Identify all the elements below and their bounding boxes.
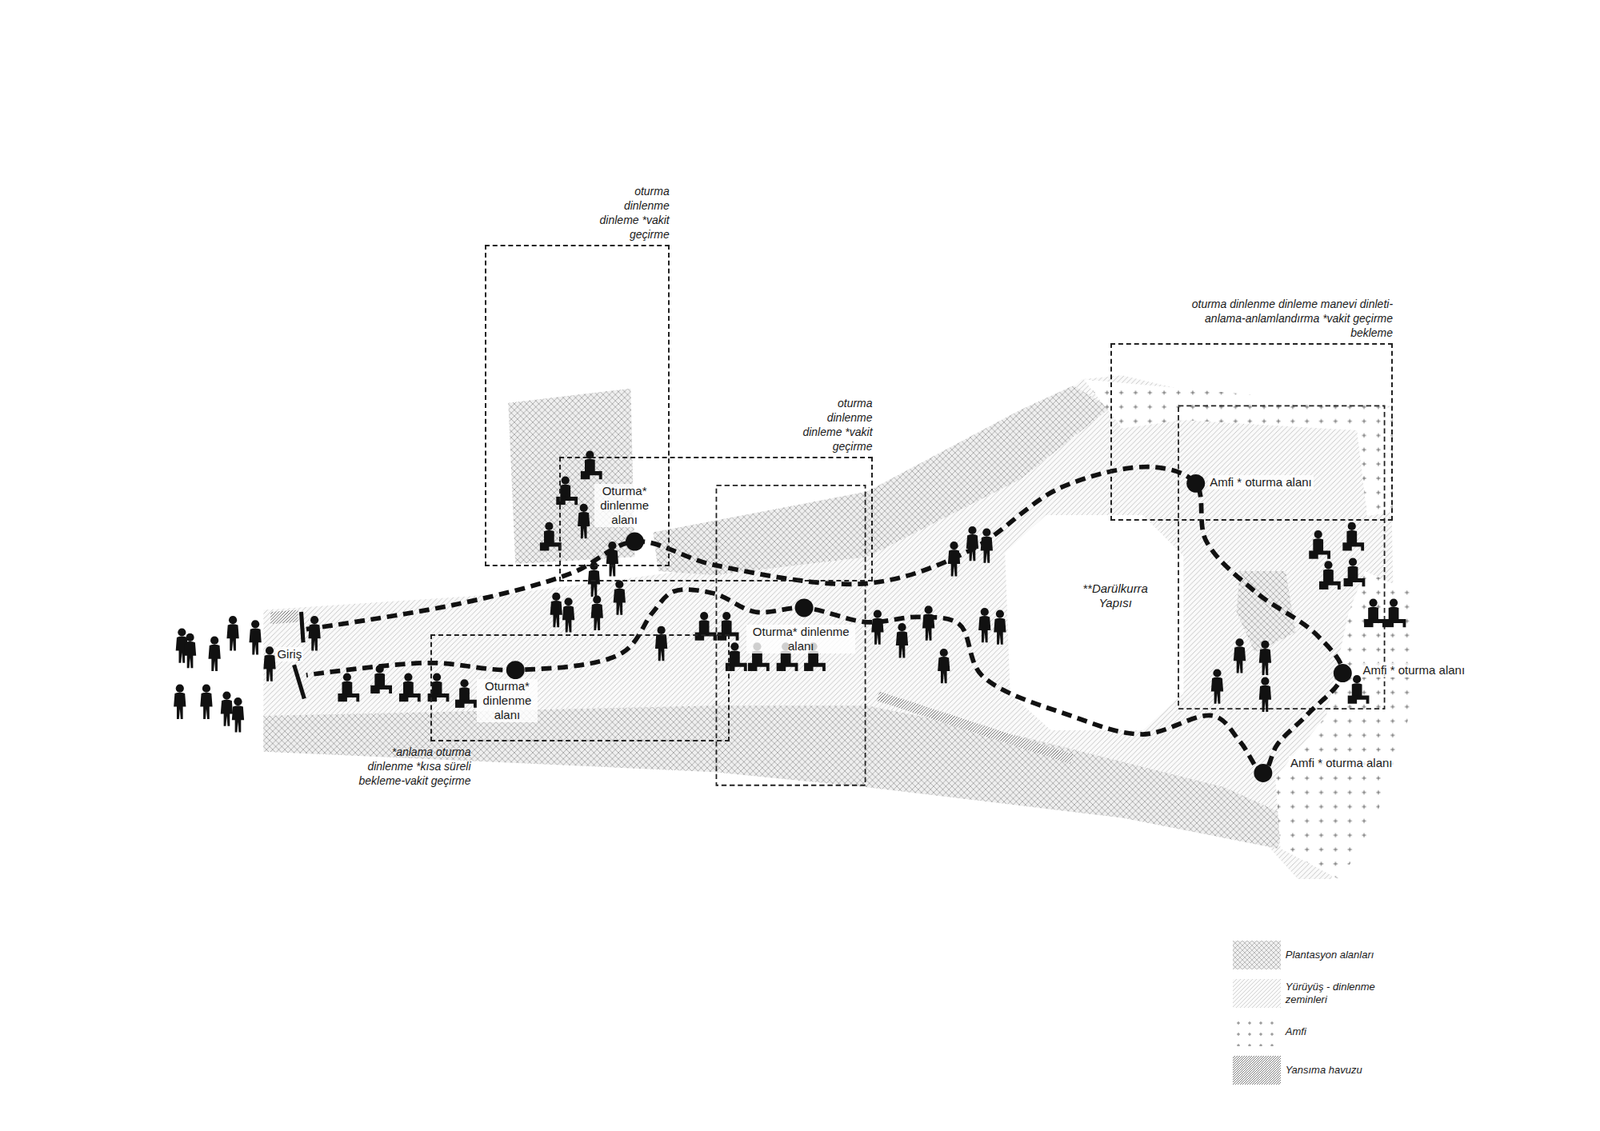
area-label: Giriş [275, 647, 304, 662]
person-silhouette [937, 648, 950, 684]
person-silhouette [1342, 522, 1364, 552]
person-silhouette [980, 528, 993, 563]
stop-dot [625, 532, 644, 552]
activity-list: oturma dinlenme dinleme *vakit geçirme [592, 184, 670, 242]
route-line [306, 467, 1343, 774]
amphi-area [1083, 379, 1392, 516]
person-silhouette [655, 626, 668, 661]
legend-swatch [1232, 1017, 1281, 1047]
activity-list: *anlama oturma dinlenme *kısa süreli bek… [351, 744, 472, 788]
area-label: Oturma* dinlenme alanı [594, 484, 656, 528]
person-silhouette [184, 633, 196, 668]
person-silhouette [1211, 668, 1224, 704]
person-silhouette [577, 504, 590, 539]
building-void [1004, 515, 1184, 731]
entrance-bar [301, 612, 304, 643]
zone-frames [716, 405, 1384, 785]
route [306, 467, 1352, 783]
person-silhouette [337, 673, 360, 703]
stop-dot [1186, 474, 1205, 493]
zone-frame [716, 485, 865, 786]
person-silhouette [922, 605, 935, 640]
person-silhouette [1344, 557, 1366, 587]
area-label: Amfi * oturma alanı [1208, 475, 1314, 490]
legend-text: Yürüyüş - dinlenme zeminleri [1285, 980, 1382, 1007]
person-silhouette [1308, 530, 1331, 560]
zone-box: oturma dinlenme dinleme manevi dinleti-a… [1110, 343, 1393, 521]
person-silhouette [550, 592, 563, 628]
walkway-area [263, 375, 1396, 880]
legend-text: Plantasyon alanları [1285, 948, 1375, 962]
person-silhouette [173, 684, 186, 720]
person-silhouette [1364, 598, 1386, 628]
activity-list: oturma dinlenme dinleme *vakit geçirme [796, 396, 873, 454]
reflection-pool [270, 609, 298, 624]
activity-list: oturma dinlenme dinleme manevi dinleti-a… [1176, 296, 1393, 340]
legend-row: Plantasyon alanları [1232, 940, 1382, 970]
person-silhouette [1259, 677, 1272, 712]
person-silhouette [263, 646, 276, 681]
zone-frame [1178, 405, 1385, 709]
person-silhouette [1259, 640, 1272, 676]
area-label: Amfi * oturma alanı [1361, 663, 1468, 678]
person-silhouette [871, 609, 884, 644]
person-silhouette [588, 562, 600, 597]
zone-box: *anlama oturma dinlenme *kısa süreli bek… [430, 634, 730, 742]
people [173, 451, 1406, 733]
legend-swatch [1232, 979, 1281, 1008]
person-silhouette [978, 608, 991, 643]
legend-text: Amfi [1285, 1025, 1307, 1039]
person-silhouette [1319, 560, 1341, 590]
legend-row: Yürüyüş - dinlenme zeminleri [1232, 979, 1382, 1008]
person-silhouette [540, 522, 562, 552]
person-silhouette [226, 616, 239, 651]
legend: Plantasyon alanlarıYürüyüş - dinlenme ze… [1232, 940, 1382, 1095]
person-silhouette [948, 541, 960, 576]
person-silhouette [606, 541, 619, 576]
person-silhouette [232, 697, 244, 732]
plantation-area [508, 388, 635, 564]
stop-dot [795, 598, 814, 617]
person-silhouette [1348, 675, 1370, 704]
person-silhouette [1233, 638, 1246, 673]
stop-dot [1253, 764, 1272, 783]
area-label: **Darülkurra Yapısı [1072, 581, 1159, 611]
legend-text: Yansıma havuzu [1285, 1064, 1363, 1077]
legend-swatch [1232, 1056, 1281, 1085]
person-silhouette [562, 597, 575, 632]
stop-dot [1333, 664, 1352, 683]
person-silhouette [1384, 598, 1407, 628]
person-silhouette [399, 673, 421, 703]
area-label: Oturma* dinlenme alanı [476, 679, 538, 723]
legend-swatch [1232, 940, 1281, 970]
person-silhouette [200, 684, 212, 720]
person-silhouette [966, 526, 979, 561]
person-silhouette [993, 609, 1006, 644]
person-silhouette [248, 620, 261, 655]
person-silhouette [580, 451, 603, 480]
legend-row: Yansıma havuzu [1232, 1056, 1382, 1085]
person-silhouette [613, 580, 626, 615]
ground [263, 375, 1410, 880]
person-silhouette [220, 691, 233, 726]
person-silhouette [896, 623, 908, 658]
stop-dot [506, 660, 525, 680]
person-silhouette [370, 664, 392, 694]
person-silhouette [208, 636, 220, 672]
entrance-bar [294, 664, 305, 699]
person-silhouette [591, 596, 604, 631]
person-silhouette [455, 679, 477, 708]
area-label: Oturma* dinlenme alanı [746, 624, 856, 654]
person-silhouette [308, 616, 320, 651]
area-label: Amfi * oturma alanı [1288, 756, 1395, 771]
legend-row: Amfi [1232, 1017, 1382, 1047]
